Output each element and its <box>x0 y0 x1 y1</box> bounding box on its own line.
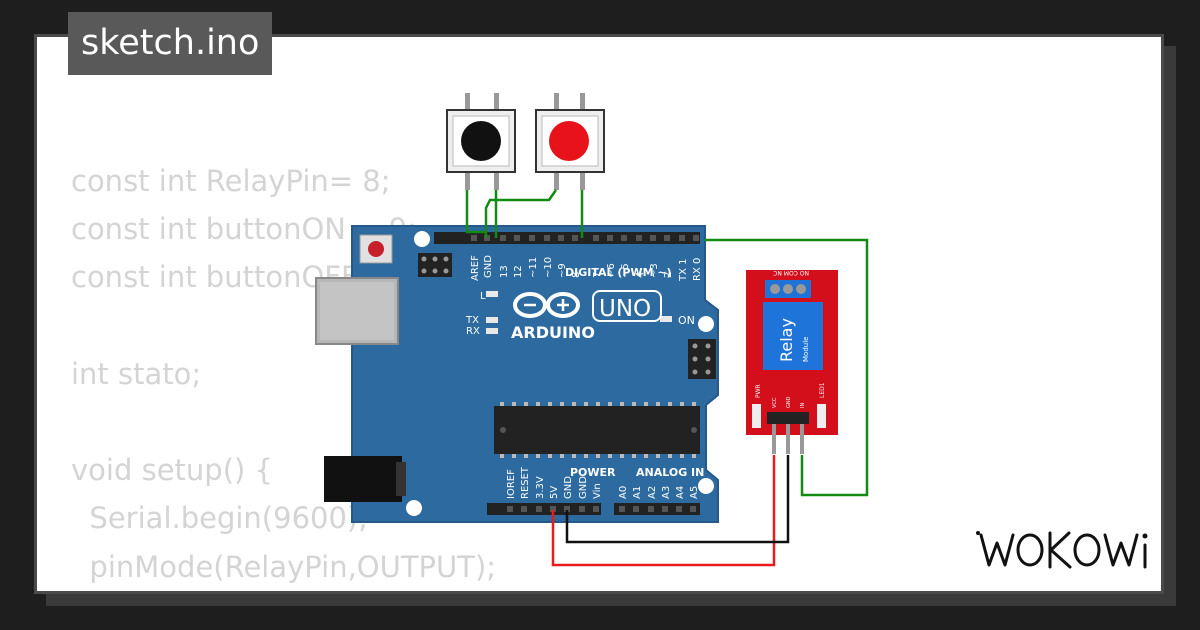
analog-pin-label: A3 <box>661 486 672 499</box>
relay-subtitle: Module <box>802 337 810 362</box>
analog-label: ANALOG IN <box>636 466 704 479</box>
digital-pin-label: 8 <box>571 272 582 278</box>
atmega-chip <box>494 406 700 454</box>
relay-pin-gnd: GND <box>786 396 792 408</box>
digital-pin-label: 2 <box>663 272 674 278</box>
relay-coil <box>763 302 823 370</box>
digital-pin-label: ~6 <box>606 263 617 278</box>
pushbutton-red[interactable] <box>535 93 605 190</box>
uno-model: UNO <box>599 296 651 322</box>
wokwi-logo <box>976 531 1148 569</box>
relay-led-label: LED1 <box>819 382 826 398</box>
digital-label: DIGITAL (PWM ~) <box>565 266 672 279</box>
code-preview: const int RelayPin= 8; const int buttonO… <box>71 164 497 584</box>
wire-green-relay-in[interactable] <box>704 238 869 497</box>
digital-pin-label: 7 <box>592 272 603 278</box>
power-pin-label: GND <box>578 476 589 499</box>
analog-pin-label: A5 <box>689 486 700 499</box>
relay-terminals-label: NO COM NC <box>773 269 809 276</box>
wires <box>465 189 869 567</box>
digital-pin-label: 4 <box>635 272 646 278</box>
arduino-uno-board[interactable]: L TX RX ON DIGITAL (PWM ~) POWER ANALOG … <box>315 225 719 523</box>
pushbutton-black[interactable] <box>446 93 516 190</box>
digital-pin-label: 13 <box>499 265 510 278</box>
relay-title: Relay <box>777 318 796 362</box>
wire-green-red-button[interactable] <box>484 189 558 238</box>
power-jack <box>324 456 402 502</box>
button-cap-black[interactable] <box>461 121 501 161</box>
wire-red-5v[interactable] <box>551 455 776 567</box>
digital-pin-label: AREF <box>470 255 481 281</box>
arduino-infinity-logo <box>513 292 580 318</box>
digital-pin-label: RX 0 <box>692 258 703 281</box>
power-pin-label: 5V <box>549 486 560 499</box>
button-cap-red[interactable] <box>549 121 589 161</box>
digital-pin-label: TX 1 <box>678 259 689 283</box>
arduino-brand: ARDUINO <box>511 323 595 342</box>
power-pin-label: GND <box>563 476 574 499</box>
analog-pin-label: A2 <box>647 486 658 499</box>
wire-green-black-button[interactable] <box>465 190 486 234</box>
led-l-label: L <box>480 291 486 302</box>
digital-pin-label: ~10 <box>543 257 554 278</box>
power-pin-label: IOREF <box>506 469 517 499</box>
relay-pin-in: IN <box>800 403 806 408</box>
on-label: ON <box>678 314 695 327</box>
digital-pin-label: ~11 <box>528 257 539 278</box>
led-rx-label: RX <box>466 326 480 337</box>
analog-pin-label: A4 <box>675 486 686 499</box>
reset-button[interactable] <box>368 241 384 257</box>
power-label: POWER <box>570 466 616 479</box>
power-pin-label: RESET <box>520 466 531 499</box>
digital-pin-label: ~5 <box>620 263 631 278</box>
digital-pin-label: GND <box>483 255 494 278</box>
relay-pwr-label: PWR <box>755 384 762 398</box>
digital-pin-label: 12 <box>513 265 524 278</box>
digital-pin-label: ~3 <box>649 263 660 278</box>
relay-pin-vcc: VCC <box>772 397 778 408</box>
filename-label: sketch.ino <box>68 12 273 75</box>
power-pin-label: Vin <box>592 483 603 499</box>
led-tx-label: TX <box>465 315 479 326</box>
digital-pin-label: ~9 <box>557 263 568 278</box>
analog-pin-label: A1 <box>632 486 643 499</box>
relay-module[interactable]: NO COM NC Relay Module PWR LED1 VCC GND … <box>746 269 838 454</box>
analog-pin-label: A0 <box>618 486 629 499</box>
wire-black-gnd[interactable] <box>565 455 790 544</box>
power-pin-label: 3.3V <box>535 476 546 499</box>
